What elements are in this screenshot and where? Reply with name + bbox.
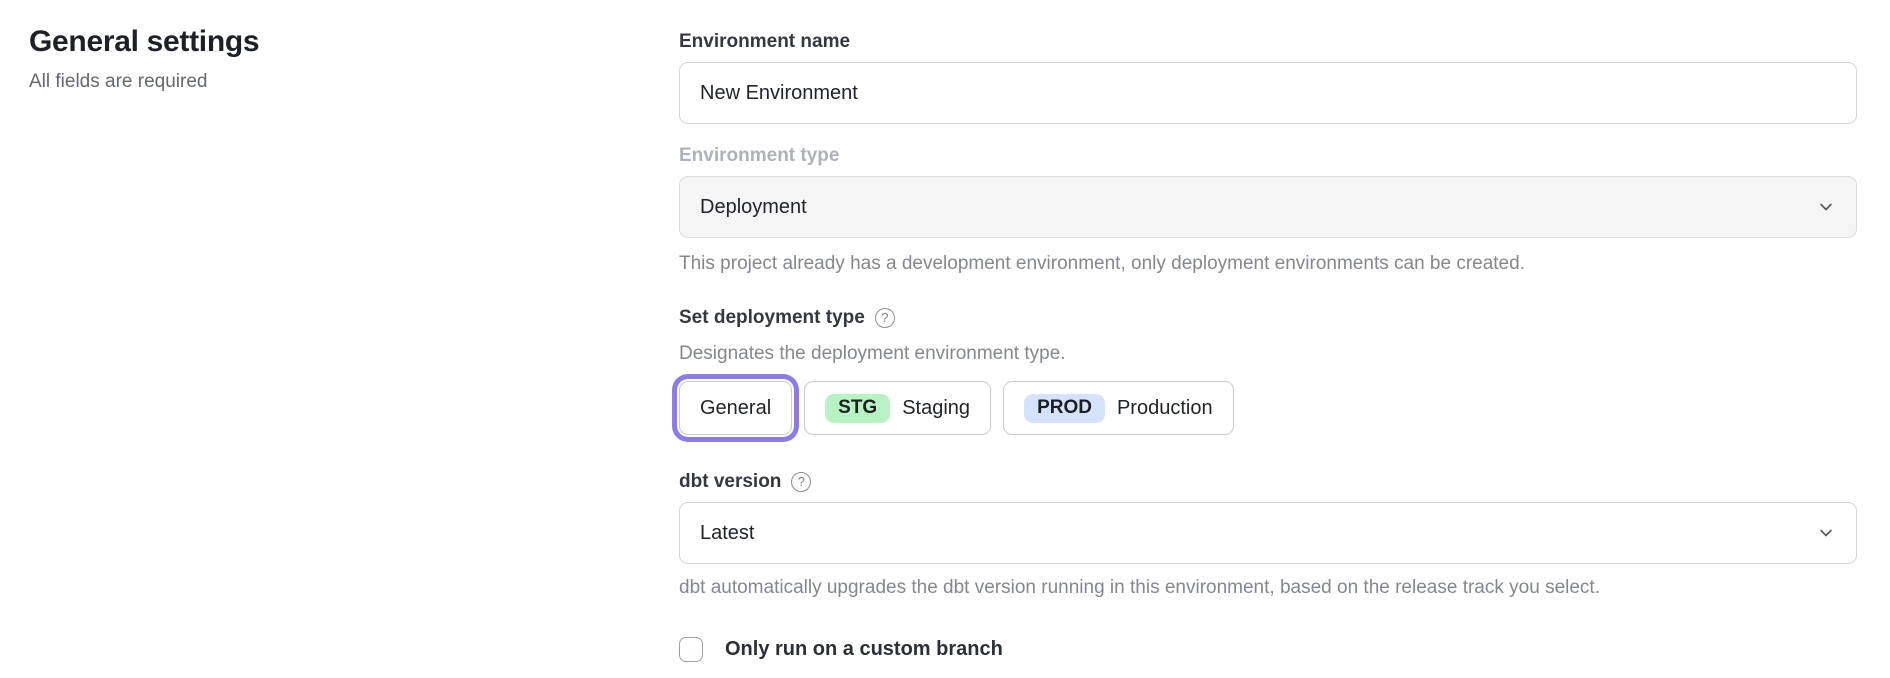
deployment-type-general-label: General: [700, 396, 772, 419]
chevron-down-icon: [1820, 203, 1832, 211]
dbt-version-value: Latest: [700, 521, 755, 544]
deployment-type-label: Set deployment type: [679, 307, 865, 328]
help-icon[interactable]: ?: [874, 308, 895, 328]
environment-form: Environment name Environment type Deploy…: [679, 30, 1857, 662]
dbt-version-group: dbt version ? Latest dbt automatically u…: [679, 470, 1857, 600]
deployment-type-production-label: Production: [1116, 396, 1213, 419]
environment-type-label: Environment type: [679, 145, 840, 166]
deployment-type-staging-button[interactable]: STG Staging: [804, 381, 992, 435]
deployment-type-options: General STG Staging PROD Production: [679, 381, 1857, 435]
dbt-version-helper: dbt automatically upgrades the dbt versi…: [679, 577, 1600, 598]
environment-name-group: Environment name: [679, 30, 1857, 124]
page-title: General settings: [29, 25, 260, 58]
production-badge: PROD: [1024, 393, 1105, 423]
chevron-down-icon: [1820, 529, 1832, 537]
deployment-type-production-button[interactable]: PROD Production: [1003, 381, 1234, 435]
environment-name-label: Environment name: [679, 31, 851, 52]
help-icon[interactable]: ?: [791, 472, 812, 492]
environment-type-helper: This project already has a development e…: [679, 253, 1525, 274]
dbt-version-select[interactable]: Latest: [679, 502, 1857, 564]
dbt-version-label: dbt version: [679, 471, 782, 492]
environment-name-input[interactable]: [679, 62, 1857, 124]
page-header: General settings All fields are required: [29, 22, 589, 94]
custom-branch-row: Only run on a custom branch: [679, 637, 1857, 662]
deployment-type-staging-label: Staging: [902, 396, 971, 419]
deployment-type-general-button[interactable]: General: [679, 381, 793, 435]
environment-type-select: Deployment: [679, 176, 1857, 238]
environment-type-group: Environment type Deployment This project…: [679, 144, 1857, 276]
custom-branch-checkbox[interactable]: [679, 637, 703, 662]
page-subtitle: All fields are required: [29, 71, 208, 92]
custom-branch-label[interactable]: Only run on a custom branch: [725, 638, 1003, 660]
staging-badge: STG: [825, 393, 891, 423]
deployment-type-group: Set deployment type ? Designates the dep…: [679, 306, 1857, 435]
environment-type-value: Deployment: [700, 195, 807, 218]
deployment-type-helper: Designates the deployment environment ty…: [679, 343, 1066, 364]
